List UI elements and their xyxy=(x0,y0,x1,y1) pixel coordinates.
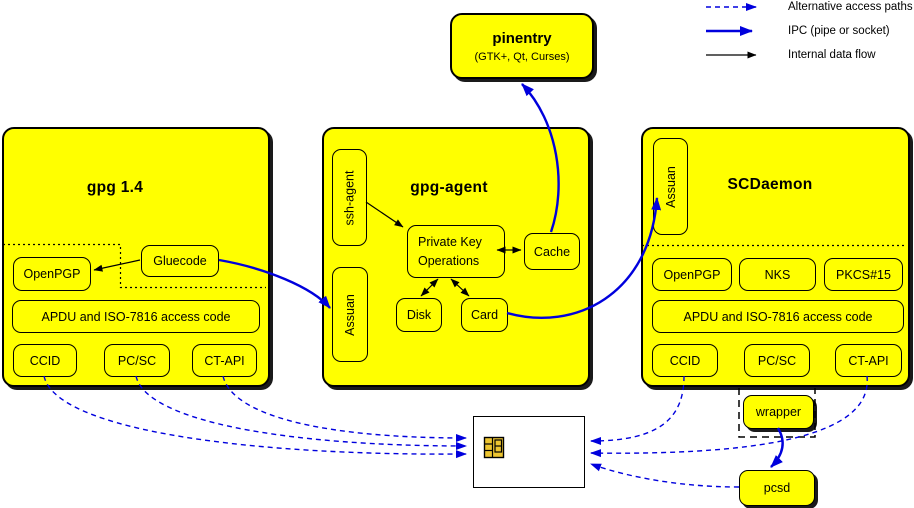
gpg14-gluecode-node: Gluecode xyxy=(141,245,219,277)
scdaemon-openpgp-label: OpenPGP xyxy=(663,267,721,282)
scdaemon-pkcs15-node: PKCS#15 xyxy=(824,258,903,291)
dashed-scdaemon-ctapi-to-card xyxy=(590,375,868,458)
gpg14-apdu-node: APDU and ISO-7816 access code xyxy=(12,300,260,333)
gpg14-title: gpg 1.4 xyxy=(86,179,144,196)
scdaemon-pkcs15-label: PKCS#15 xyxy=(836,267,891,282)
gpg-agent-cache-node: Cache xyxy=(524,233,580,270)
scdaemon-apdu-label: APDU and ISO-7816 access code xyxy=(683,309,873,324)
legend-label-ipc: IPC (pipe or socket) xyxy=(788,25,890,37)
smartcard xyxy=(473,416,585,488)
scdaemon-nks-label: NKS xyxy=(764,267,791,282)
gpg-agent-assuan-label: Assuan xyxy=(343,293,358,336)
scdaemon-openpgp-node: OpenPGP xyxy=(652,258,732,291)
pinentry-title: pinentry xyxy=(492,29,552,47)
dashed-pcsd-to-card xyxy=(590,463,740,488)
arrow-wrapper-to-pcsd xyxy=(770,427,784,468)
gpg14-gluecode-label: Gluecode xyxy=(153,254,207,268)
gpg14-pcsc-node: PC/SC xyxy=(104,344,170,377)
pinentry-subtitle: (GTK+, Qt, Curses) xyxy=(474,50,570,63)
scdaemon-ctapi-node: CT-API xyxy=(835,344,902,377)
scdaemon-ccid-label: CCID xyxy=(669,353,701,368)
wrapper-label: wrapper xyxy=(755,405,802,419)
legend-label-internal: Internal data flow xyxy=(788,49,876,61)
gpg14-ctapi-label: CT-API xyxy=(204,353,245,368)
gpg-agent-card-node: Card xyxy=(461,298,508,332)
gpg14-ccid-node: CCID xyxy=(13,344,77,377)
scdaemon-assuan-label: Assuan xyxy=(663,165,678,208)
gpg14-openpgp-node: OpenPGP xyxy=(13,257,91,291)
gpg-agent-disk-node: Disk xyxy=(396,298,442,332)
pcsd-node: pcsd xyxy=(739,470,815,506)
pinentry-node: pinentry (GTK+, Qt, Curses) xyxy=(450,13,594,79)
scdaemon-pcsc-node: PC/SC xyxy=(744,344,810,377)
gpg-agent-assuan-node: Assuan xyxy=(332,267,368,362)
gpg-agent-disk-label: Disk xyxy=(406,308,432,322)
scdaemon-pcsc-label: PC/SC xyxy=(757,353,797,368)
pko-line2: Operations xyxy=(418,253,480,268)
scdaemon-ctapi-label: CT-API xyxy=(848,353,889,368)
gpg14-openpgp-label: OpenPGP xyxy=(23,267,81,281)
scdaemon-title: SCDaemon xyxy=(727,176,813,193)
scdaemon-ccid-node: CCID xyxy=(652,344,718,377)
gpg14-pcsc-label: PC/SC xyxy=(117,353,157,368)
wrapper-node: wrapper xyxy=(743,395,814,429)
legend-label-alternative: Alternative access paths xyxy=(788,1,913,13)
gpg-agent-title: gpg-agent xyxy=(410,179,488,196)
gpg14-ccid-label: CCID xyxy=(29,353,61,368)
gpg-agent-private-key-operations-node: Private Key Operations xyxy=(407,225,505,278)
gpg-agent-cache-label: Cache xyxy=(533,244,571,259)
gpg-agent-ssh-agent-node: ssh-agent xyxy=(332,149,367,246)
scdaemon-assuan-node: Assuan xyxy=(653,138,688,235)
scdaemon-apdu-node: APDU and ISO-7816 access code xyxy=(652,300,904,333)
gpg14-ctapi-node: CT-API xyxy=(192,344,257,377)
gpg-agent-ssh-agent-label: ssh-agent xyxy=(342,170,357,225)
dashed-gpg14-ccid-to-card xyxy=(43,375,467,459)
scdaemon-nks-node: NKS xyxy=(739,258,816,291)
pko-line1: Private Key xyxy=(418,234,482,249)
gpg-agent-card-label: Card xyxy=(470,308,499,322)
pcsd-label: pcsd xyxy=(763,481,791,495)
gpg14-apdu-label: APDU and ISO-7816 access code xyxy=(41,309,231,324)
